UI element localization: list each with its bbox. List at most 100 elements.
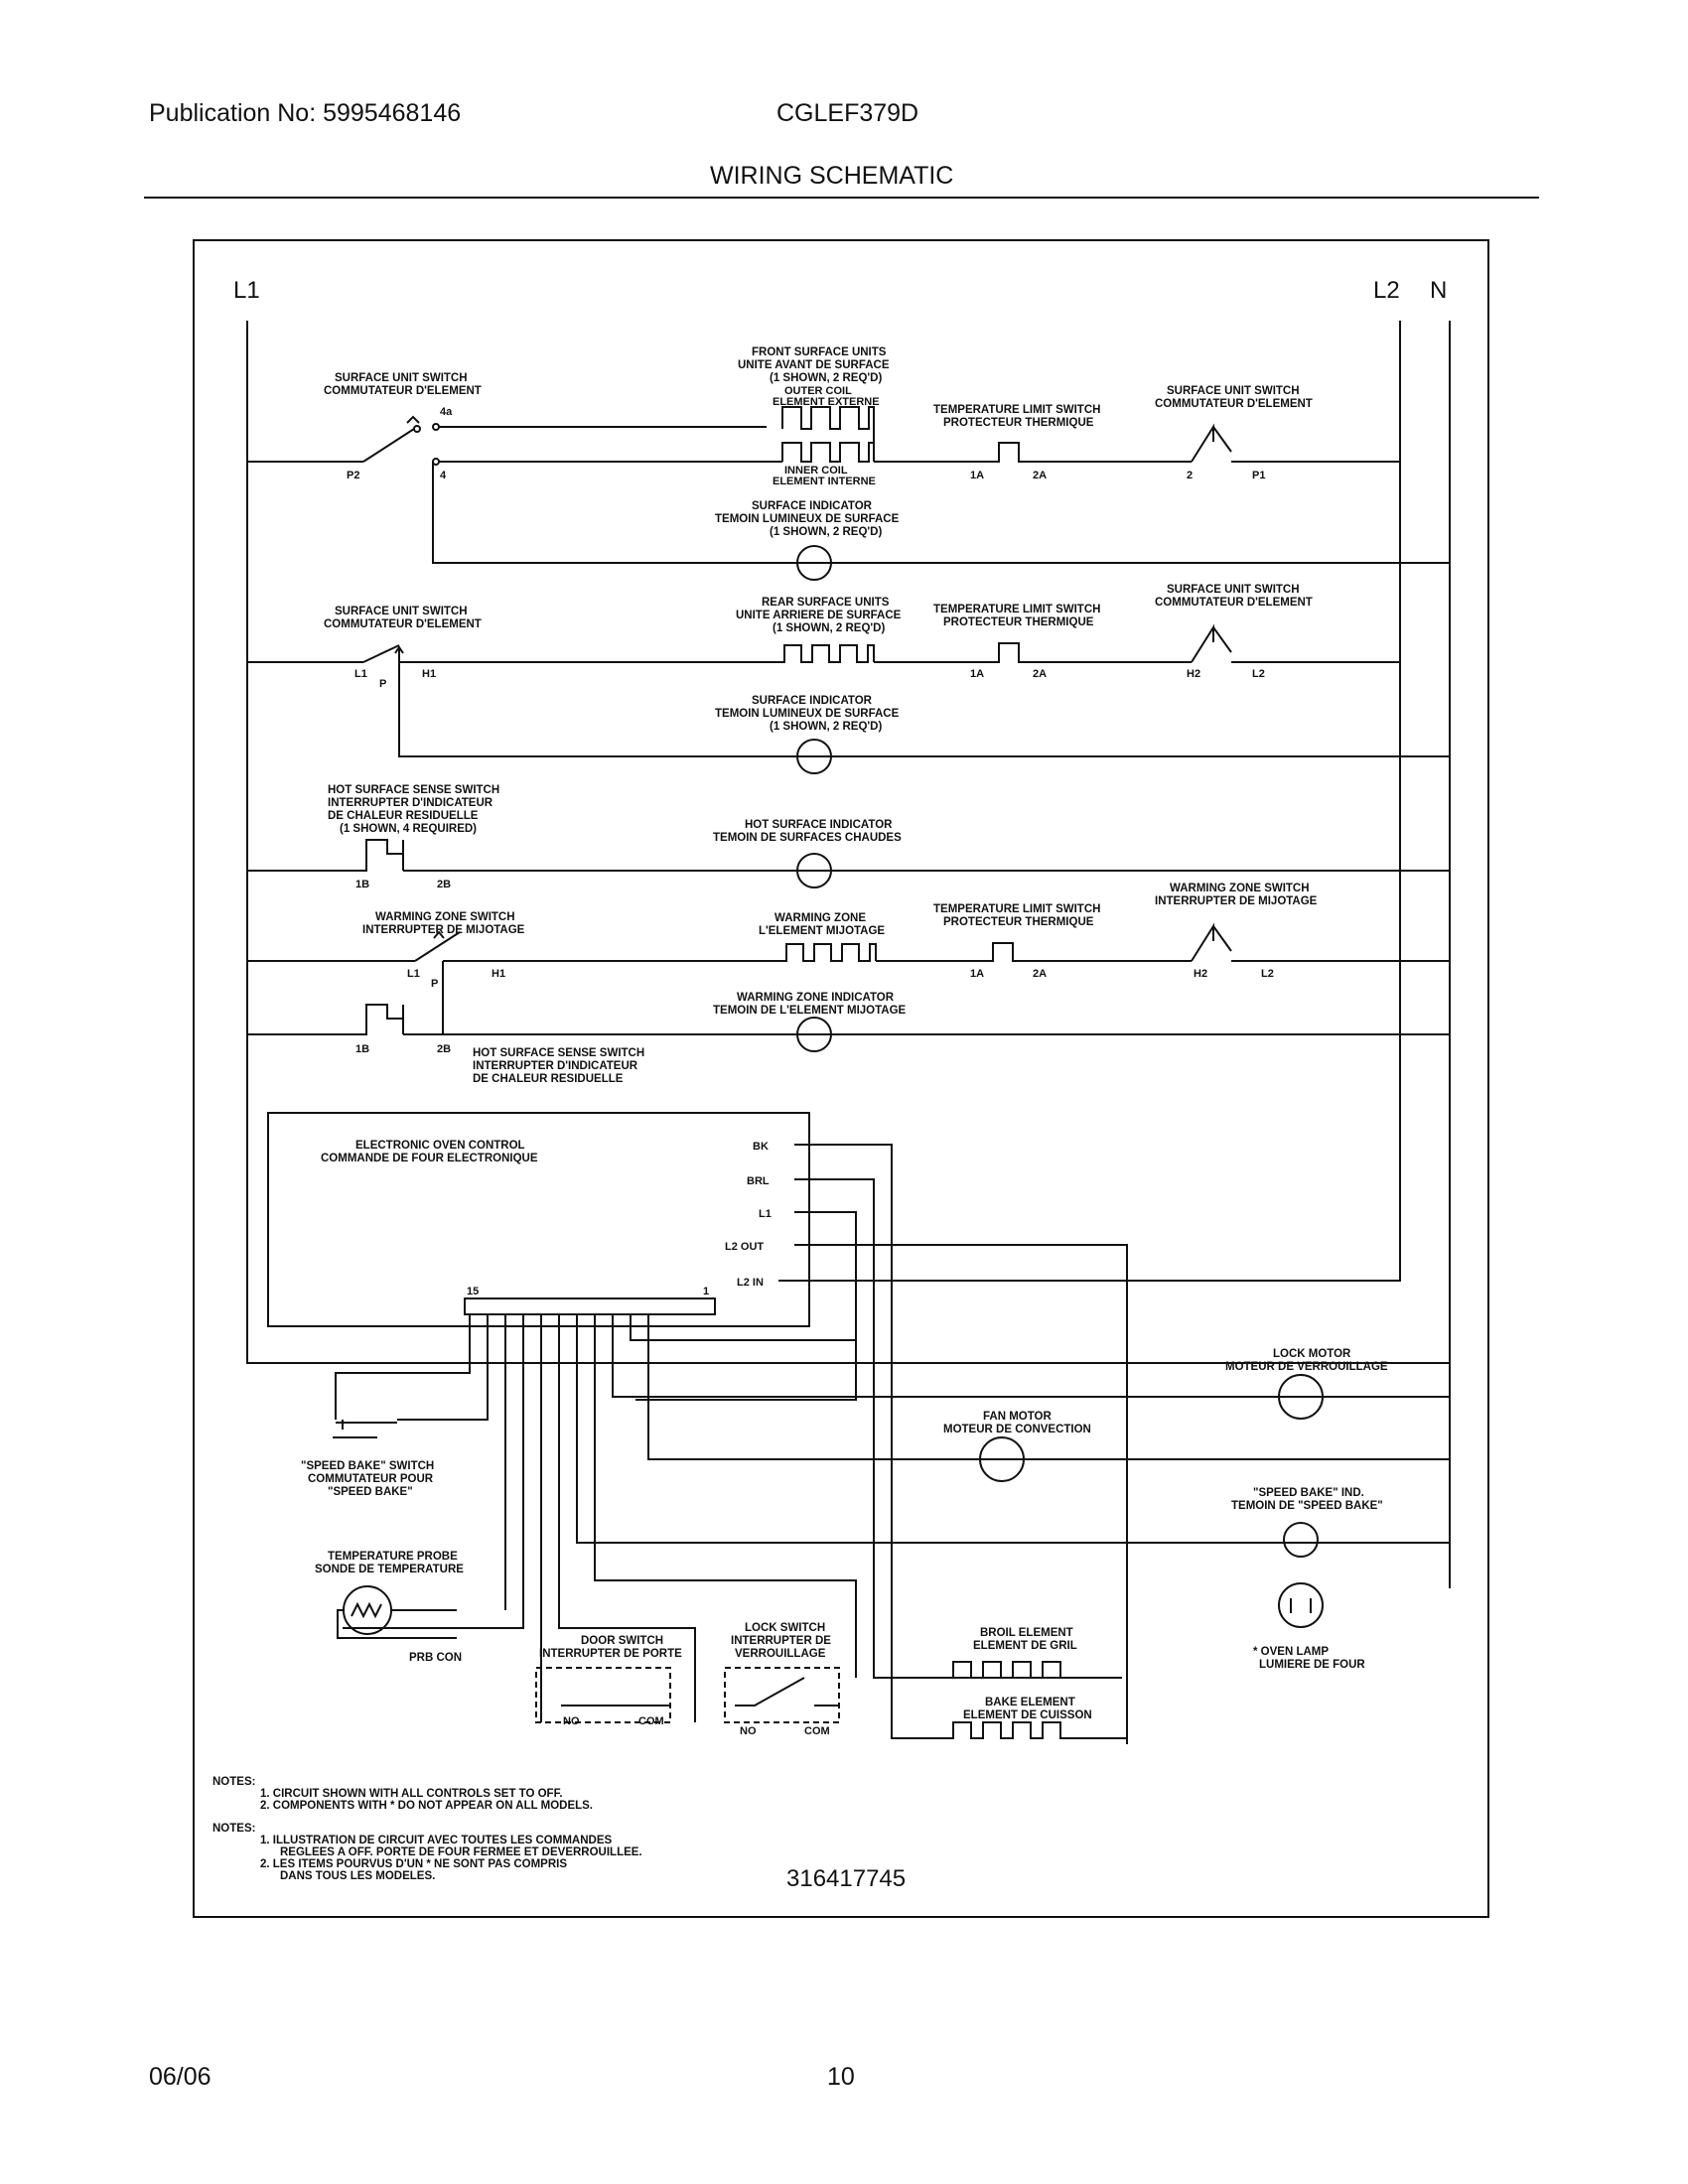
pin-1a-row1: 1A [970,470,984,481]
hot-indicator-label-2: TEMOIN DE SURFACES CHAUDES [713,832,902,844]
notes-en-1: 1. CIRCUIT SHOWN WITH ALL CONTROLS SET T… [260,1788,563,1800]
hot-sense-2-label-1: HOT SURFACE SENSE SWITCH [473,1047,644,1059]
speed-bake-switch-label-2: COMMUTATEUR POUR [308,1473,434,1485]
pin-p2: P2 [347,470,359,481]
warming-switch-2-label-1: WARMING ZONE SWITCH [1170,883,1310,894]
rail-l2-label: L2 [1373,277,1400,304]
eoc-label-2: COMMANDE DE FOUR ELECTRONIQUE [321,1153,538,1164]
hot-sense-1-label-2: INTERRUPTER D'INDICATEUR [328,797,493,809]
pin-2b-row4: 2B [437,1043,451,1055]
hot-sense-1-label-4: (1 SHOWN, 4 REQUIRED) [340,823,477,835]
temp-probe-label-1: TEMPERATURE PROBE [328,1551,458,1563]
surface-switch-3-label-1: SURFACE UNIT SWITCH [335,606,468,617]
lock-switch-label-2: INTERRUPTER DE [731,1635,831,1647]
bake-label-2: ELEMENT DE CUISSON [963,1709,1092,1721]
warming-indicator-label-1: WARMING ZONE INDICATOR [737,992,895,1004]
surface-indicator-1-label-3: (1 SHOWN, 2 REQ'D) [770,526,882,538]
pin-h2-row4: H2 [1194,968,1207,980]
notes-fr-2: REGLEES A OFF. PORTE DE FOUR FERMEE ET D… [280,1846,642,1858]
oven-lamp-label-1: * OVEN LAMP [1253,1646,1329,1658]
eoc-terminal-bk: BK [753,1141,769,1153]
pin-l2-row2: L2 [1252,668,1265,680]
pin-1a-row4: 1A [970,968,984,980]
pin-l2-row4: L2 [1261,968,1274,980]
fan-motor-label-1: FAN MOTOR [983,1411,1052,1423]
eoc-terminal-brl: BRL [747,1175,770,1187]
connector-pin-1: 1 [703,1286,709,1297]
temp-limit-1-label-1: TEMPERATURE LIMIT SWITCH [933,404,1100,416]
temp-limit-3-label-2: PROTECTEUR THERMIQUE [943,916,1094,928]
pin-h1-row4: H1 [492,968,505,980]
front-units-title-3: (1 SHOWN, 2 REQ'D) [770,372,882,384]
door-switch-no: NO [563,1715,580,1727]
surface-switch-4-label-1: SURFACE UNIT SWITCH [1167,584,1300,596]
surface-switch-2-label-1: SURFACE UNIT SWITCH [1167,385,1300,397]
connector-pin-15: 15 [467,1286,479,1297]
rear-units-label-3: (1 SHOWN, 2 REQ'D) [773,622,885,634]
surface-indicator-1-label-2: TEMOIN LUMINEUX DE SURFACE [715,513,900,525]
pin-1a-row2: 1A [970,668,984,680]
lock-switch-label-1: LOCK SWITCH [745,1622,825,1634]
l2-rail [778,321,1401,1282]
pin-2a-row1: 2A [1033,470,1047,481]
temp-limit-2-label-1: TEMPERATURE LIMIT SWITCH [933,604,1100,615]
pin-h2-row2: H2 [1187,668,1200,680]
part-number: 316417745 [786,1865,906,1892]
pin-2a-row2: 2A [1033,668,1047,680]
eoc-terminal-l1: L1 [759,1208,772,1220]
oven-lamp-label-2: LUMIERE DE FOUR [1259,1659,1365,1671]
surface-indicator-2-label-2: TEMOIN LUMINEUX DE SURFACE [715,708,900,720]
speed-bake-ind-label-1: "SPEED BAKE" IND. [1253,1487,1364,1499]
prb-con-label: PRB CON [409,1652,462,1664]
rail-n-label: N [1430,277,1447,304]
footer-date: 06/06 [149,2063,211,2091]
page-title: WIRING SCHEMATIC [710,162,954,190]
pin-4a: 4a [440,406,453,418]
hot-sense-1-label-1: HOT SURFACE SENSE SWITCH [328,784,499,796]
rear-units-label-1: REAR SURFACE UNITS [762,597,890,609]
pin-4: 4 [440,470,447,481]
surface-indicator-2-label-1: SURFACE INDICATOR [752,695,873,707]
speed-bake-ind-label-2: TEMOIN DE "SPEED BAKE" [1231,1500,1383,1512]
temp-probe-label-2: SONDE DE TEMPERATURE [315,1564,464,1575]
broil-label-1: BROIL ELEMENT [980,1627,1073,1639]
hot-sense-2-label-3: DE CHALEUR RESIDUELLE [473,1073,624,1085]
pin-1b-row4: 1B [355,1043,369,1055]
lock-switch-no: NO [740,1725,757,1737]
notes-fr-heading: NOTES: [212,1823,255,1835]
inner-coil [781,442,875,463]
pin-p-row4: P [431,978,438,990]
outer-coil-label-2: ELEMENT EXTERNE [773,396,880,408]
bake-label-1: BAKE ELEMENT [985,1697,1075,1708]
outer-coil-label-1: OUTER COIL [784,385,852,397]
notes-fr-1: 1. ILLUSTRATION DE CIRCUIT AVEC TOUTES L… [260,1835,612,1846]
warming-indicator-label-2: TEMOIN DE L'ELEMENT MIJOTAGE [713,1005,907,1017]
page-number: 10 [827,2063,855,2091]
notes-fr-3: 2. LES ITEMS POURVUS D'UN * NE SONT PAS … [260,1858,567,1870]
notes-en-heading: NOTES: [212,1776,255,1788]
inner-coil-label-2: ELEMENT INTERNE [773,476,876,487]
door-switch-label-1: DOOR SWITCH [581,1635,663,1647]
inner-coil-label-1: INNER COIL [784,465,848,477]
pin-l1-row2: L1 [354,668,367,680]
hot-sense-1-label-3: DE CHALEUR RESIDUELLE [328,810,479,822]
eoc-terminal-l2-out: L2 OUT [725,1241,764,1253]
pin-h1-row2: H1 [422,668,436,680]
publication-number: Publication No: 5995468146 [149,99,462,127]
warming-switch-1-label-2: INTERRUPTER DE MIJOTAGE [362,924,525,936]
temp-limit-1-label-2: PROTECTEUR THERMIQUE [943,417,1094,429]
pin-p1: P1 [1252,470,1265,481]
eoc-label-1: ELECTRONIC OVEN CONTROL [355,1140,525,1152]
pin-2: 2 [1187,470,1193,481]
front-units-title-2: UNITE AVANT DE SURFACE [738,359,890,371]
surface-switch-1-label-1: SURFACE UNIT SWITCH [335,372,468,384]
temp-limit-3-label-1: TEMPERATURE LIMIT SWITCH [933,903,1100,915]
surface-switch-1-label-2: COMMUTATEUR D'ELEMENT [324,385,482,397]
rail-l1-label: L1 [233,277,260,304]
surface-indicator-1-label-1: SURFACE INDICATOR [752,500,873,512]
speed-bake-switch-label-1: "SPEED BAKE" SWITCH [301,1460,434,1472]
surface-switch-3-label-2: COMMUTATEUR D'ELEMENT [324,618,482,630]
front-units-title-1: FRONT SURFACE UNITS [752,346,887,358]
surface-indicator-2-label-3: (1 SHOWN, 2 REQ'D) [770,721,882,733]
